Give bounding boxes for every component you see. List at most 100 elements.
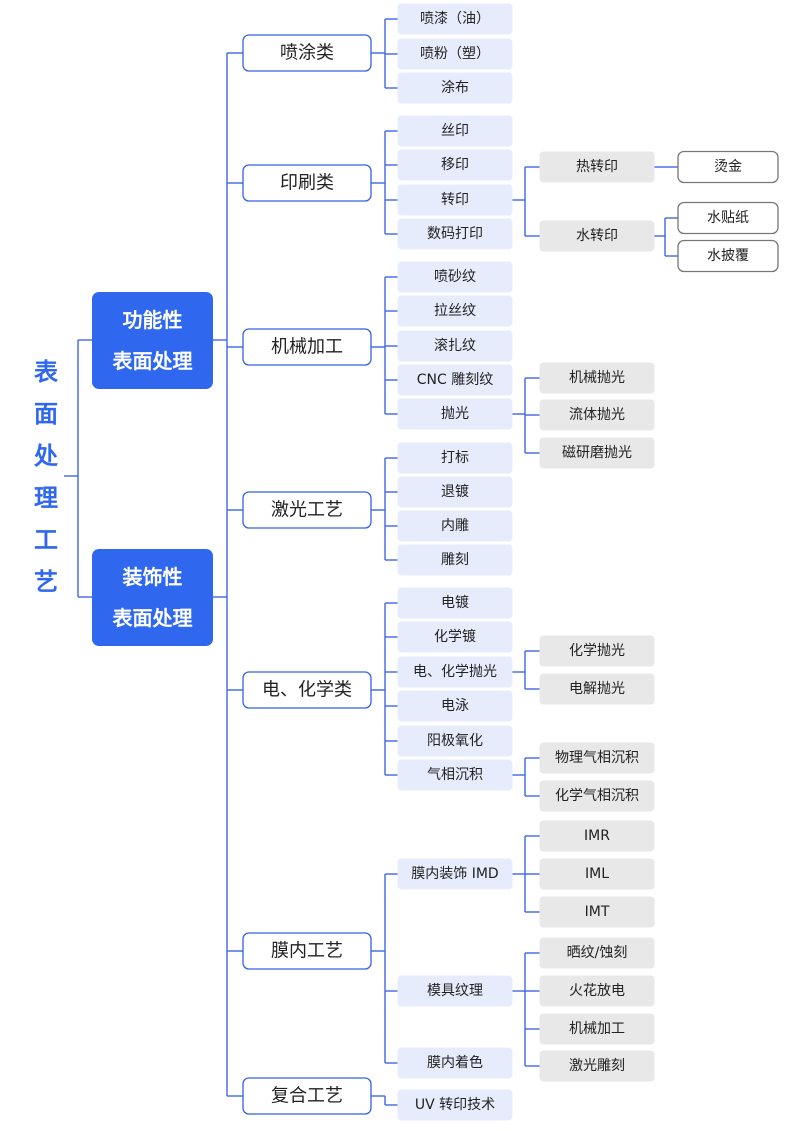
- group-node[interactable]: 激光工艺: [242, 491, 372, 529]
- item-node[interactable]: 数码打印: [397, 218, 513, 250]
- item-node[interactable]: 拉丝纹: [397, 295, 513, 327]
- item-node-box[interactable]: [397, 38, 513, 70]
- item-node-box[interactable]: [397, 442, 513, 474]
- item-node[interactable]: 阳极氧化: [397, 725, 513, 757]
- item-node[interactable]: 电镀: [397, 587, 513, 619]
- leaf-node-box[interactable]: [677, 150, 779, 184]
- sub-node-box[interactable]: [539, 399, 655, 431]
- item-node-box[interactable]: [397, 115, 513, 147]
- item-node[interactable]: 滚扎纹: [397, 330, 513, 362]
- item-node-box[interactable]: [397, 149, 513, 181]
- sub-node-box[interactable]: [539, 1013, 655, 1045]
- sub-node[interactable]: 火花放电: [539, 975, 655, 1007]
- sub-node-box[interactable]: [539, 896, 655, 928]
- item-node[interactable]: 打标: [397, 442, 513, 474]
- group-node[interactable]: 电、化学类: [242, 671, 372, 709]
- item-node[interactable]: 喷砂纹: [397, 261, 513, 293]
- sub-node[interactable]: 晒纹/蚀刻: [539, 937, 655, 969]
- item-node-box[interactable]: [397, 656, 513, 688]
- leaf-node[interactable]: 水披覆: [677, 239, 779, 273]
- sub-node[interactable]: IMT: [539, 896, 655, 928]
- sub-node[interactable]: 机械加工: [539, 1013, 655, 1045]
- category-box[interactable]: [92, 292, 213, 389]
- sub-node-box[interactable]: [539, 780, 655, 812]
- sub-node-box[interactable]: [539, 820, 655, 852]
- sub-node-box[interactable]: [539, 858, 655, 890]
- group-node-box[interactable]: [242, 34, 372, 72]
- item-node[interactable]: 移印: [397, 149, 513, 181]
- leaf-node[interactable]: 烫金: [677, 150, 779, 184]
- category-decorative[interactable]: 装饰性 表面处理: [92, 549, 213, 646]
- leaf-node[interactable]: 水贴纸: [677, 201, 779, 235]
- item-node[interactable]: CNC 雕刻纹: [397, 364, 513, 396]
- item-node-box[interactable]: [397, 544, 513, 576]
- item-node[interactable]: 化学镀: [397, 621, 513, 653]
- group-node-box[interactable]: [242, 1077, 372, 1115]
- sub-node-box[interactable]: [539, 437, 655, 469]
- item-node-box[interactable]: [397, 759, 513, 791]
- group-node-box[interactable]: [242, 491, 372, 529]
- item-node[interactable]: 内雕: [397, 510, 513, 542]
- sub-node-box[interactable]: [539, 742, 655, 774]
- item-node[interactable]: 涂布: [397, 72, 513, 104]
- item-node[interactable]: 丝印: [397, 115, 513, 147]
- item-node-box[interactable]: [397, 725, 513, 757]
- item-node-box[interactable]: [397, 72, 513, 104]
- group-node[interactable]: 膜内工艺: [242, 932, 372, 970]
- item-node-box[interactable]: [397, 476, 513, 508]
- sub-node-box[interactable]: [539, 635, 655, 667]
- sub-node[interactable]: 水转印: [539, 220, 655, 252]
- group-node-box[interactable]: [242, 164, 372, 202]
- group-node[interactable]: 复合工艺: [242, 1077, 372, 1115]
- group-node-box[interactable]: [242, 328, 372, 366]
- sub-node-box[interactable]: [539, 362, 655, 394]
- item-node-box[interactable]: [397, 218, 513, 250]
- group-node-box[interactable]: [242, 932, 372, 970]
- sub-node[interactable]: 激光雕刻: [539, 1050, 655, 1082]
- item-node-box[interactable]: [397, 510, 513, 542]
- item-node-box[interactable]: [397, 587, 513, 619]
- sub-node[interactable]: 物理气相沉积: [539, 742, 655, 774]
- sub-node-box[interactable]: [539, 975, 655, 1007]
- sub-node-box[interactable]: [539, 673, 655, 705]
- sub-node[interactable]: 流体抛光: [539, 399, 655, 431]
- leaf-node-box[interactable]: [677, 201, 779, 235]
- item-node-box[interactable]: [397, 261, 513, 293]
- item-node[interactable]: 模具纹理: [397, 975, 513, 1007]
- sub-node-box[interactable]: [539, 1050, 655, 1082]
- item-node[interactable]: 喷漆（油）: [397, 3, 513, 35]
- sub-node[interactable]: 机械抛光: [539, 362, 655, 394]
- item-node-box[interactable]: [397, 690, 513, 722]
- item-node-box[interactable]: [397, 1047, 513, 1079]
- item-node[interactable]: 气相沉积: [397, 759, 513, 791]
- item-node[interactable]: 退镀: [397, 476, 513, 508]
- item-node[interactable]: 膜内着色: [397, 1047, 513, 1079]
- category-functional[interactable]: 功能性 表面处理: [92, 292, 213, 389]
- item-node-box[interactable]: [397, 1089, 513, 1121]
- item-node-box[interactable]: [397, 3, 513, 35]
- sub-node[interactable]: 电解抛光: [539, 673, 655, 705]
- item-node[interactable]: UV 转印技术: [397, 1089, 513, 1121]
- item-node-box[interactable]: [397, 398, 513, 430]
- item-node[interactable]: 电、化学抛光: [397, 656, 513, 688]
- item-node[interactable]: 电泳: [397, 690, 513, 722]
- item-node-box[interactable]: [397, 184, 513, 216]
- category-box[interactable]: [92, 549, 213, 646]
- sub-node-box[interactable]: [539, 937, 655, 969]
- item-node-box[interactable]: [397, 364, 513, 396]
- sub-node[interactable]: 化学抛光: [539, 635, 655, 667]
- item-node[interactable]: 抛光: [397, 398, 513, 430]
- group-node[interactable]: 机械加工: [242, 328, 372, 366]
- sub-node[interactable]: 磁研磨抛光: [539, 437, 655, 469]
- item-node-box[interactable]: [397, 858, 513, 890]
- item-node-box[interactable]: [397, 295, 513, 327]
- sub-node-box[interactable]: [539, 151, 655, 183]
- item-node-box[interactable]: [397, 621, 513, 653]
- group-node[interactable]: 印刷类: [242, 164, 372, 202]
- item-node[interactable]: 喷粉（塑）: [397, 38, 513, 70]
- item-node-box[interactable]: [397, 330, 513, 362]
- sub-node[interactable]: 化学气相沉积: [539, 780, 655, 812]
- group-node-box[interactable]: [242, 671, 372, 709]
- item-node[interactable]: 转印: [397, 184, 513, 216]
- group-node[interactable]: 喷涂类: [242, 34, 372, 72]
